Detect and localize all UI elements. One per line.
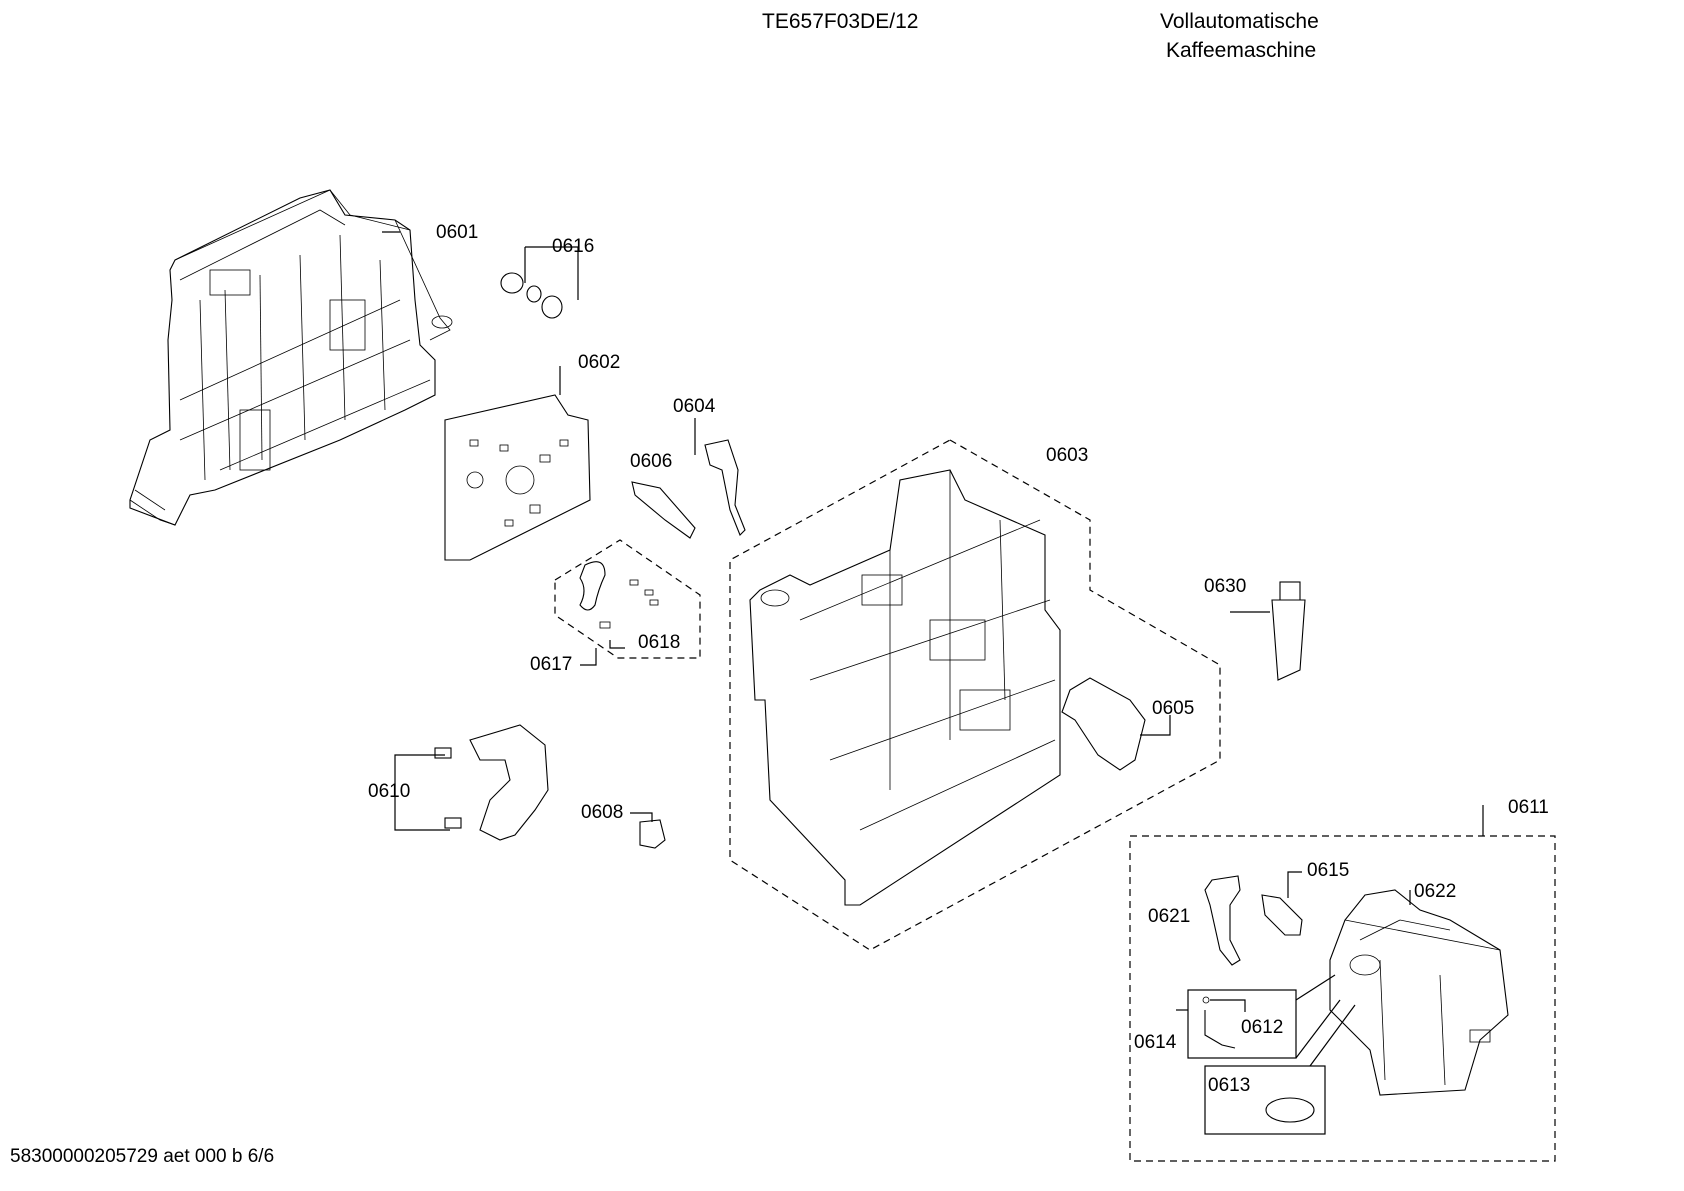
part-0611-brew-unit-assembly <box>1129 805 1556 1162</box>
label-0608: 0608 <box>581 802 623 823</box>
label-0616: 0616 <box>552 236 594 257</box>
label-0610: 0610 <box>368 781 410 802</box>
part-0603-housing <box>729 439 1221 951</box>
document-code: 58300000205729 aet 000 b 6/6 <box>10 1146 275 1167</box>
label-0618: 0618 <box>638 632 680 653</box>
label-0630: 0630 <box>1204 576 1246 597</box>
part-0616-knob-set <box>500 246 579 319</box>
part-0604-lever <box>694 418 746 536</box>
description-line-2: Kaffeemaschine <box>1166 39 1317 62</box>
label-0604: 0604 <box>673 396 716 417</box>
model-number: TE657F03DE/12 <box>762 10 919 33</box>
label-0605: 0605 <box>1152 698 1194 719</box>
description-line-1: Vollautomatische <box>1160 10 1319 33</box>
part-0605-side-part <box>1061 677 1171 771</box>
part-0630-grease-tube <box>1230 581 1306 681</box>
label-0617: 0617 <box>530 654 572 675</box>
label-0612: 0612 <box>1241 1017 1283 1038</box>
part-0617-0618-group <box>554 539 701 666</box>
part-0602-control-board <box>444 366 591 561</box>
label-0603: 0603 <box>1046 445 1088 466</box>
label-0606: 0606 <box>630 451 672 472</box>
part-0608-clip <box>630 812 666 849</box>
label-0611: 0611 <box>1508 797 1549 818</box>
label-0621: 0621 <box>1148 906 1190 927</box>
part-0606-bracket <box>631 481 696 539</box>
label-0614: 0614 <box>1134 1032 1177 1053</box>
label-0613: 0613 <box>1208 1075 1250 1096</box>
part-0601-chassis-frame <box>129 189 453 526</box>
label-0622: 0622 <box>1414 881 1456 902</box>
label-0615: 0615 <box>1307 860 1349 881</box>
label-0602: 0602 <box>578 352 620 373</box>
part-0610-bracket-springs <box>394 724 549 841</box>
label-0601: 0601 <box>436 222 478 243</box>
